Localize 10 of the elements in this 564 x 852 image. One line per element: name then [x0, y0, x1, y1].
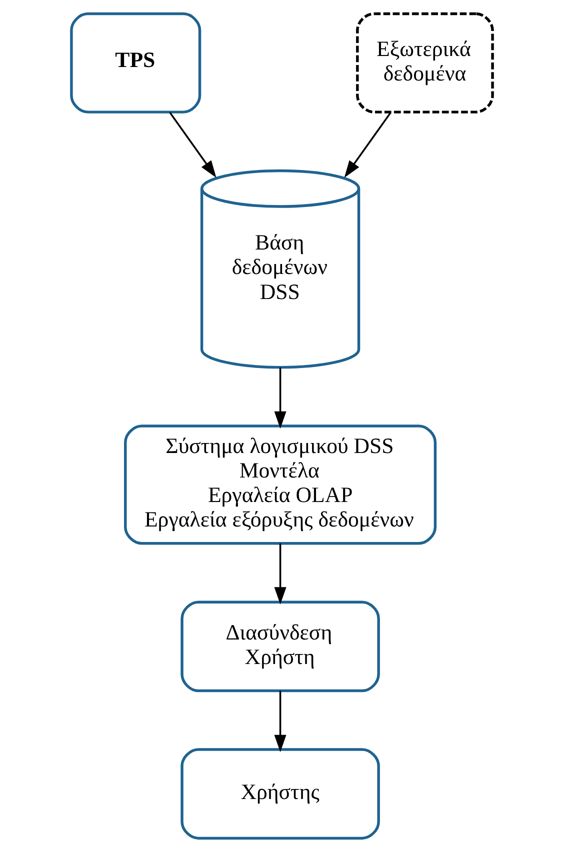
node-box: Σύστημα λογισμικού DSS Μοντέλα Εργαλεία OLAP Εργαλεία εξόρυξης δεδομένων — [124, 424, 437, 545]
arrow — [169, 112, 216, 178]
arrow — [274, 368, 286, 429]
node-box: Διασύνδεση Χρήστη — [180, 600, 380, 692]
node-box: Εξωτερικά δεδομένα — [356, 12, 494, 114]
node-box: TPS — [70, 12, 202, 114]
arrow — [274, 690, 286, 752]
node-box: Χρήστης — [180, 748, 380, 840]
arrow — [274, 543, 286, 604]
arrow — [344, 112, 392, 178]
